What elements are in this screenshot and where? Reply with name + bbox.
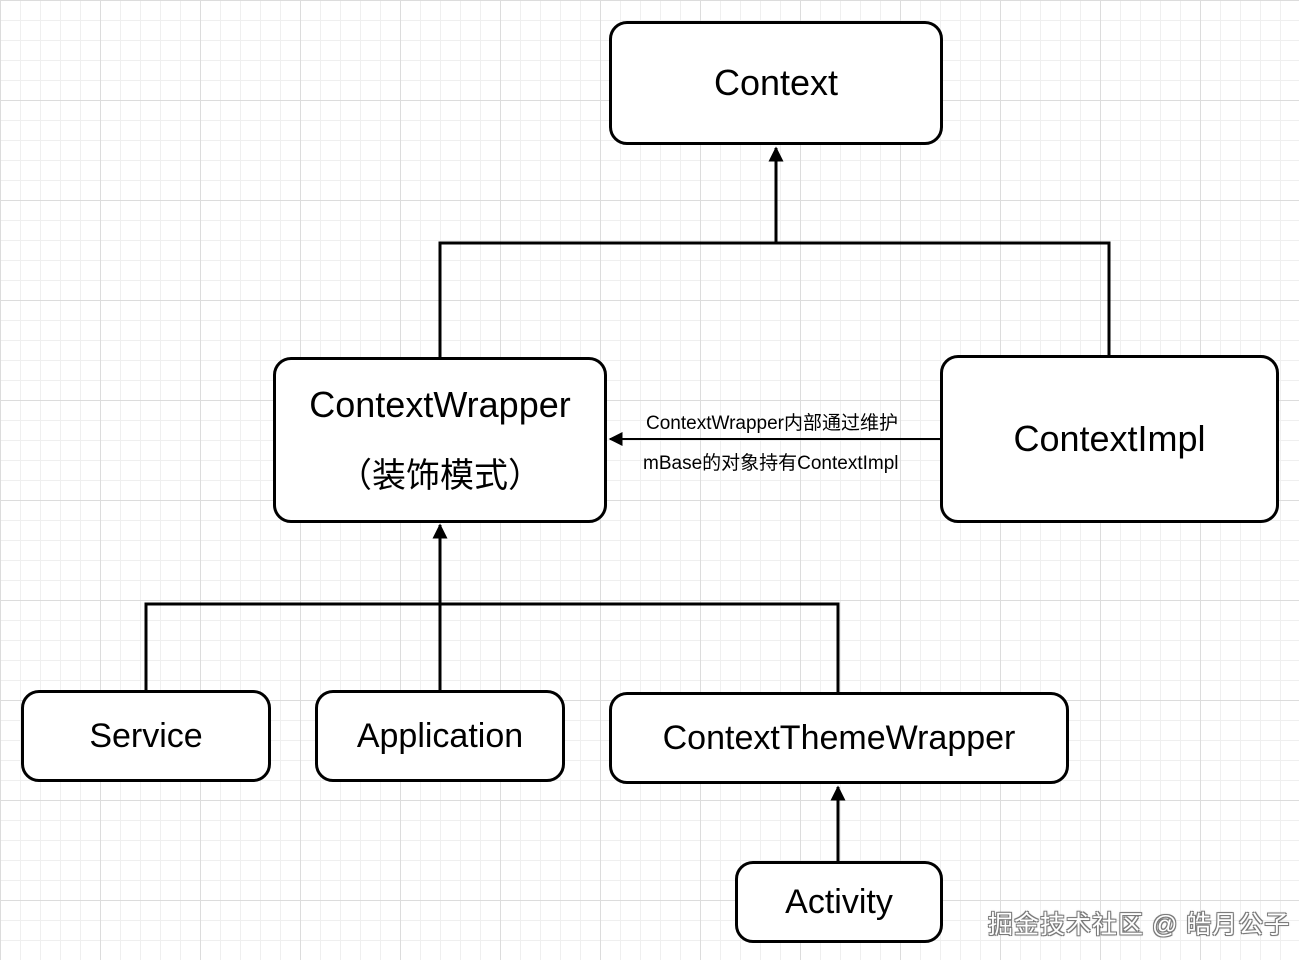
node-context-impl[interactable]: ContextImpl	[940, 355, 1279, 523]
edge-service-to-wrapper	[144, 602, 440, 690]
node-service[interactable]: Service	[21, 690, 271, 782]
node-application[interactable]: Application	[315, 690, 565, 782]
node-activity-label: Activity	[785, 882, 893, 921]
edge-label-line-1: ContextWrapper内部通过维护	[646, 413, 898, 434]
node-context-theme-wrapper-label: ContextThemeWrapper	[662, 718, 1016, 757]
node-context-wrapper[interactable]: ContextWrapper （装饰模式）	[273, 357, 607, 523]
edge-wrapper-to-context	[438, 241, 776, 357]
edge-label-line-2: mBase的对象持有ContextImpl	[643, 453, 899, 474]
edge-theme-wrapper-to-wrapper	[440, 602, 840, 692]
node-service-label: Service	[89, 716, 203, 755]
node-context-wrapper-label: ContextWrapper	[309, 383, 571, 425]
node-application-label: Application	[356, 716, 524, 755]
node-context[interactable]: Context	[609, 21, 943, 145]
node-context-label: Context	[713, 62, 839, 103]
node-activity[interactable]: Activity	[735, 861, 943, 943]
watermark: 掘金技术社区 @ 皓月公子	[988, 911, 1291, 939]
edge-impl-to-context	[776, 241, 1111, 355]
node-context-impl-label: ContextImpl	[1013, 418, 1206, 459]
node-context-theme-wrapper[interactable]: ContextThemeWrapper	[609, 692, 1069, 784]
node-context-wrapper-sublabel: （装饰模式）	[338, 456, 542, 495]
